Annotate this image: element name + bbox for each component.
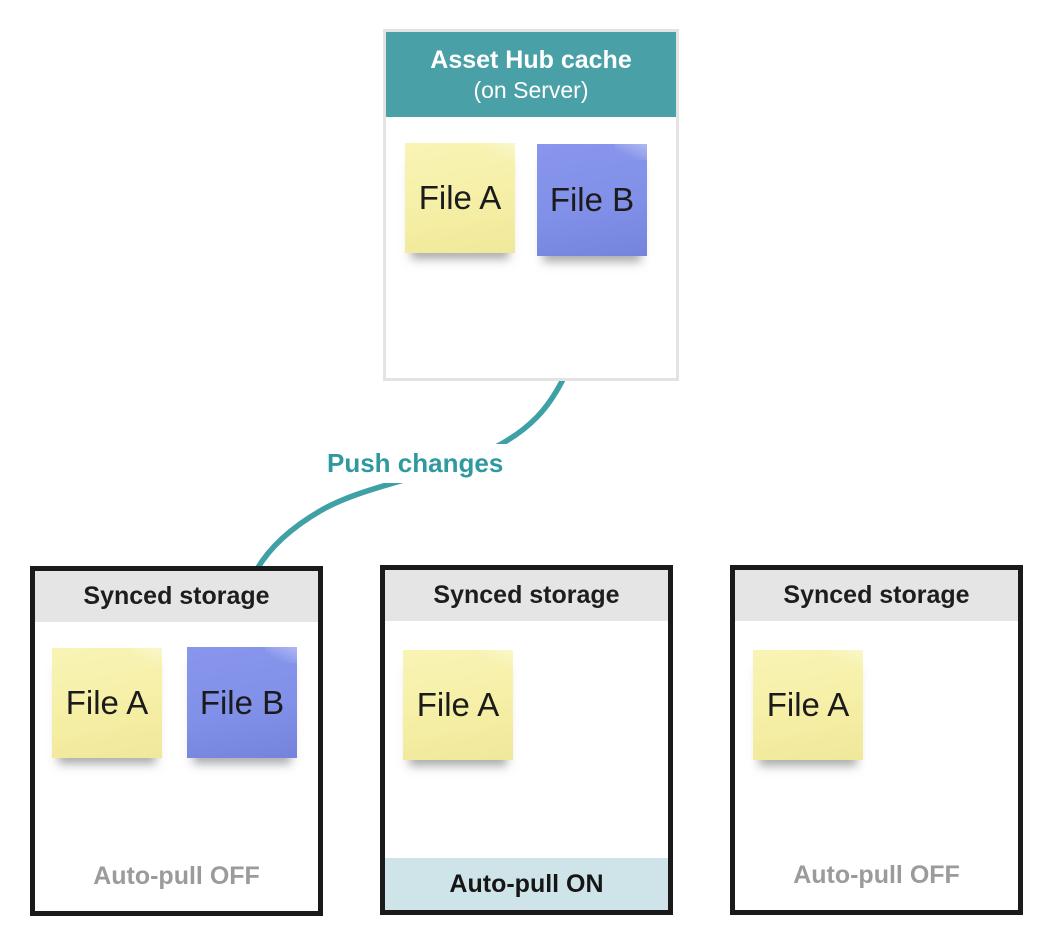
auto-pull-status: Auto-pull ON xyxy=(385,858,668,910)
sticky-note-file-a: File A xyxy=(405,143,515,253)
file-label: File A xyxy=(418,179,502,216)
sticky-note-file-a: File A xyxy=(403,650,513,760)
asset-hub-box: Asset Hub cache (on Server) File A File … xyxy=(383,29,679,381)
auto-pull-status: Auto-pull OFF xyxy=(793,861,960,889)
file-label: File A xyxy=(766,686,850,723)
sticky-note-file-a: File A xyxy=(52,648,162,758)
storage-header: Synced storage xyxy=(735,570,1018,621)
file-label: File A xyxy=(65,684,149,721)
sticky-note-file-b: File B xyxy=(187,647,297,758)
sticky-note-file-b: File B xyxy=(537,144,647,256)
asset-hub-subtitle: (on Server) xyxy=(473,76,589,103)
auto-pull-status: Auto-pull OFF xyxy=(93,862,260,890)
synced-storage-box-1: Synced storage File A File B Auto-pull O… xyxy=(30,566,323,916)
synced-storage-box-3: Synced storage File A Auto-pull OFF xyxy=(730,565,1023,915)
synced-storage-box-2: Synced storage File A Auto-pull ON xyxy=(380,565,673,915)
storage-header: Synced storage xyxy=(385,570,668,621)
file-label: File B xyxy=(549,181,635,218)
asset-hub-header: Asset Hub cache (on Server) xyxy=(386,32,676,117)
asset-hub-title: Asset Hub cache xyxy=(430,45,632,74)
file-label: File B xyxy=(199,683,285,721)
push-changes-label: Push changes xyxy=(318,444,513,483)
sticky-note-file-a: File A xyxy=(753,650,863,760)
storage-header: Synced storage xyxy=(35,571,318,622)
file-label: File A xyxy=(416,686,500,723)
